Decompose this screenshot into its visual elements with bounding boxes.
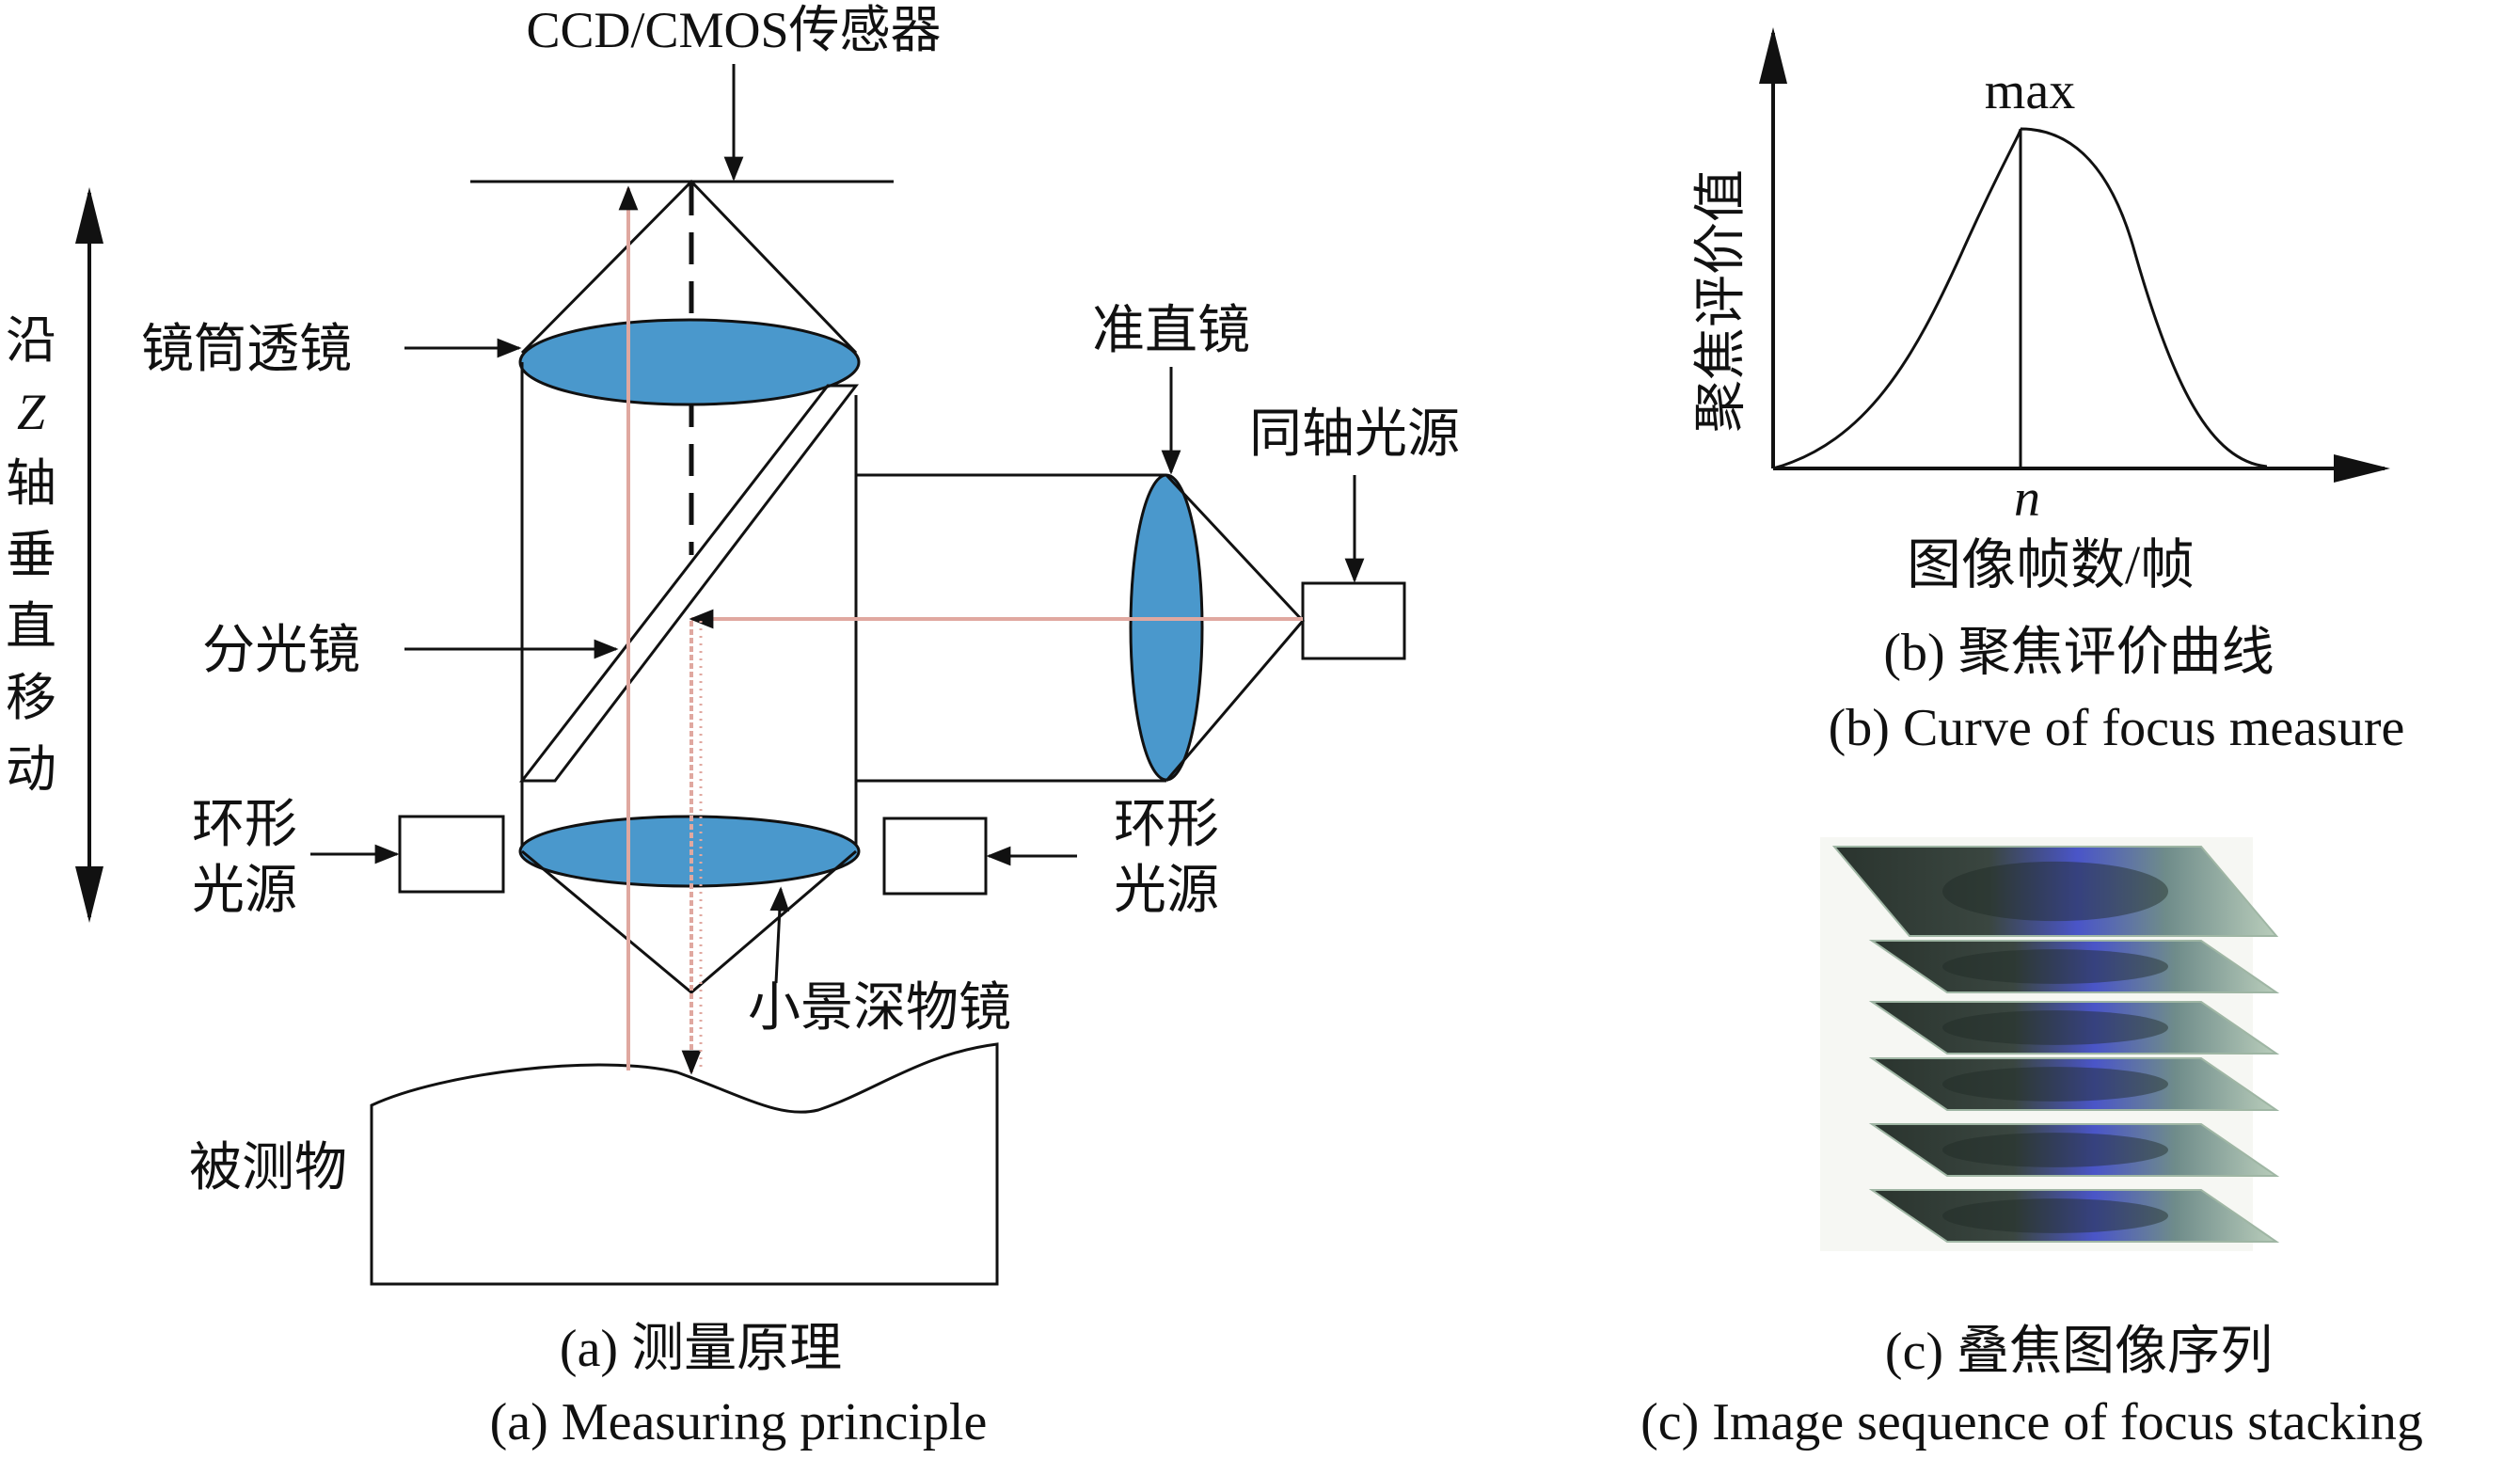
- collimator-lens: [1129, 473, 1204, 782]
- caption-a-cn: (a) 测量原理: [560, 1320, 842, 1378]
- x-axis-label: 图像帧数/帧: [1907, 534, 2195, 595]
- tube-lens: [518, 318, 861, 406]
- objective-label: 小景深物镜: [748, 979, 1011, 1038]
- z-axis-char-3: 轴: [6, 455, 56, 512]
- stack-frame: [1868, 1057, 2280, 1111]
- ring-light-right-label-1: 环形: [1114, 796, 1219, 854]
- stack-frame-shadow: [1942, 1067, 2168, 1102]
- z-axis-char-5: 直: [6, 598, 56, 655]
- coaxial-light-box: [1301, 581, 1406, 660]
- stack-frame: [1868, 1189, 2280, 1243]
- ring-light-left-box: [398, 815, 505, 894]
- ring-light-right-label-2: 光源: [1114, 862, 1219, 920]
- object-label: 被测物: [189, 1139, 347, 1197]
- peak-label: max: [1985, 62, 2075, 120]
- z-axis-char-2: Z: [17, 384, 46, 440]
- caption-c-en: (c) Image sequence of focus stacking: [1640, 1393, 2423, 1451]
- caption-b-en: (b) Curve of focus measure: [1829, 699, 2405, 757]
- collimator-label: 准直镜: [1092, 302, 1250, 360]
- y-axis-label: 聚焦评价值: [1692, 169, 1751, 433]
- caption-a-en: (a) Measuring principle: [490, 1393, 988, 1451]
- tube-lens-label: 镜筒透镜: [141, 321, 352, 379]
- objective-cone: [521, 849, 857, 994]
- coaxial-light-label: 同轴光源: [1249, 405, 1460, 464]
- stack-frame: [1868, 1123, 2280, 1177]
- stack-frame: [1868, 940, 2280, 993]
- panel-c-labels: (c) 叠焦图像序列 (c) Image sequence of focus s…: [1640, 1323, 2423, 1451]
- z-axis-char-7: 动: [6, 741, 56, 798]
- stack-frame: [1868, 1001, 2280, 1055]
- ring-light-right-box: [882, 817, 988, 896]
- ring-light-left-label-2: 光源: [192, 862, 297, 920]
- z-axis-char-1: 沿: [6, 312, 56, 369]
- sensor-label: CCD/CMOS传感器: [526, 2, 941, 58]
- stack-frame-shadow: [1942, 1133, 2168, 1167]
- light-rays: [618, 185, 1303, 1075]
- panel-a-labels: CCD/CMOS传感器 镜筒透镜 分光镜 准直镜 同轴光源 环形 光源 环形 光…: [6, 2, 1460, 1451]
- peak-x-label: n: [2014, 469, 2040, 528]
- stack-frame-shadow: [1942, 1198, 2168, 1233]
- panel-a-measuring-principle: [75, 64, 1406, 1286]
- z-axis-char-4: 垂: [6, 527, 56, 583]
- ring-light-left-label-1: 环形: [192, 796, 297, 854]
- stack-frame-shadow: [1942, 861, 2168, 922]
- panel-b-focus-curve: [1759, 27, 2390, 483]
- objective-arrow: [769, 886, 790, 984]
- panel-b-labels: max n 图像帧数/帧 聚焦评价值 (b) 聚焦评价曲线 (b) Curve …: [1692, 62, 2404, 757]
- z-axis-char-6: 移: [6, 670, 56, 726]
- stack-slabs: [1831, 846, 2280, 1243]
- stack-frame-shadow: [1942, 1010, 2168, 1045]
- splitter-label: 分光镜: [202, 622, 360, 680]
- z-axis-label: 沿 Z 轴 垂 直 移 动: [6, 312, 56, 798]
- stack-frame: [1831, 846, 2279, 937]
- measured-object: [370, 1042, 999, 1286]
- caption-b-cn: (b) 聚焦评价曲线: [1883, 624, 2274, 682]
- caption-c-cn: (c) 叠焦图像序列: [1885, 1323, 2273, 1381]
- sensor-cone: [520, 179, 858, 355]
- stack-frame-shadow: [1942, 949, 2168, 984]
- panel-c-image-stack: [1820, 837, 2280, 1251]
